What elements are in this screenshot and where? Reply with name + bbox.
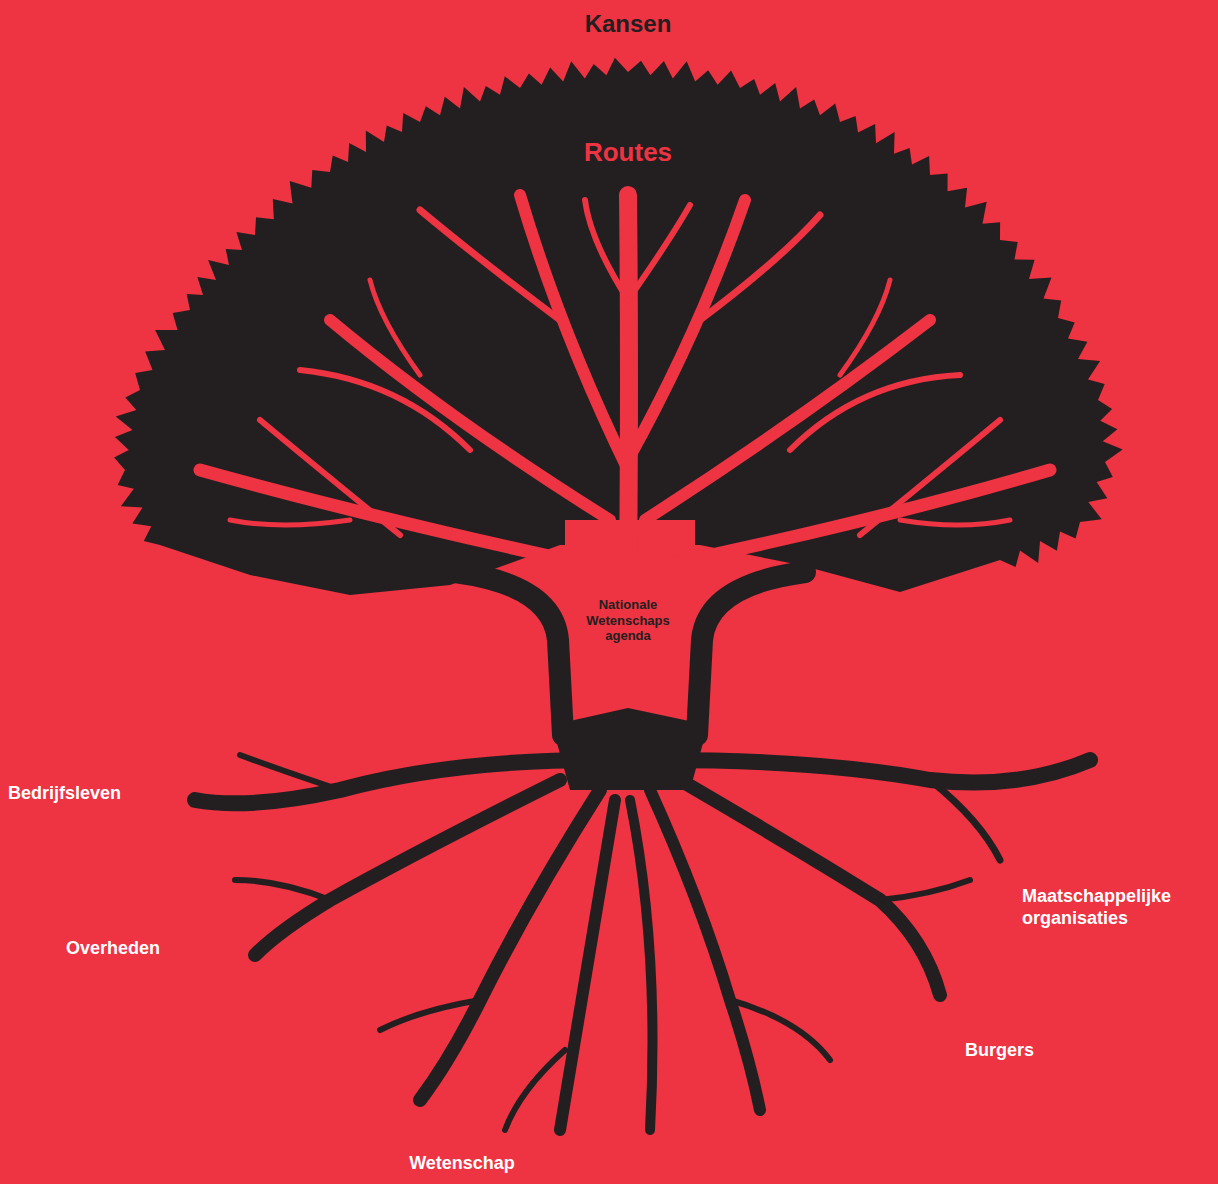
tree-part: [930, 780, 1000, 860]
tree-part: [628, 200, 745, 460]
tree-part: [370, 280, 420, 375]
tree-part: [560, 800, 615, 1130]
tree-part: [240, 755, 340, 790]
tree-part: [628, 195, 629, 570]
tree-part: [645, 320, 930, 520]
tree-roots: [195, 755, 1090, 1130]
root-label: Bedrijfsleven: [8, 783, 121, 805]
crown-label: Routes: [584, 137, 672, 168]
crown-shape: [114, 58, 1123, 595]
tree-part: [628, 205, 690, 300]
tree-part: [840, 280, 890, 375]
tree-part: [880, 880, 970, 900]
tree-part: [630, 800, 653, 1130]
tree-part: [230, 520, 350, 525]
tree-part: [520, 195, 628, 470]
tree-part: [660, 760, 1090, 783]
tree-part: [585, 200, 628, 300]
tree-part: [235, 880, 330, 900]
root-label: Overheden: [66, 938, 160, 960]
tree-part: [505, 1050, 565, 1130]
tree-part: [650, 790, 760, 1110]
tree-part: [697, 572, 805, 735]
root-label: Wetenschap: [409, 1153, 515, 1175]
tree-part: [790, 375, 960, 450]
trunk-label: Nationale Wetenschaps agenda: [578, 597, 678, 644]
tree-part: [260, 420, 400, 535]
tree-part: [860, 420, 1000, 535]
tree-branches: [200, 195, 1050, 595]
tree-part: [900, 520, 1010, 525]
tree-part: [420, 210, 560, 320]
tree-part: [300, 370, 470, 450]
tree-crown: [114, 58, 1123, 595]
tree-part: [665, 470, 1050, 565]
root-label: Maatschappelijke organisaties: [1022, 886, 1212, 929]
top-label: Kansen: [585, 10, 672, 39]
tree-part: [455, 572, 563, 735]
tree-part: [700, 215, 820, 320]
tree-part: [330, 320, 610, 520]
root-label: Burgers: [965, 1040, 1034, 1062]
tree-part: [200, 470, 590, 565]
tree-part: [380, 1000, 480, 1030]
tree-part: [730, 1000, 830, 1060]
